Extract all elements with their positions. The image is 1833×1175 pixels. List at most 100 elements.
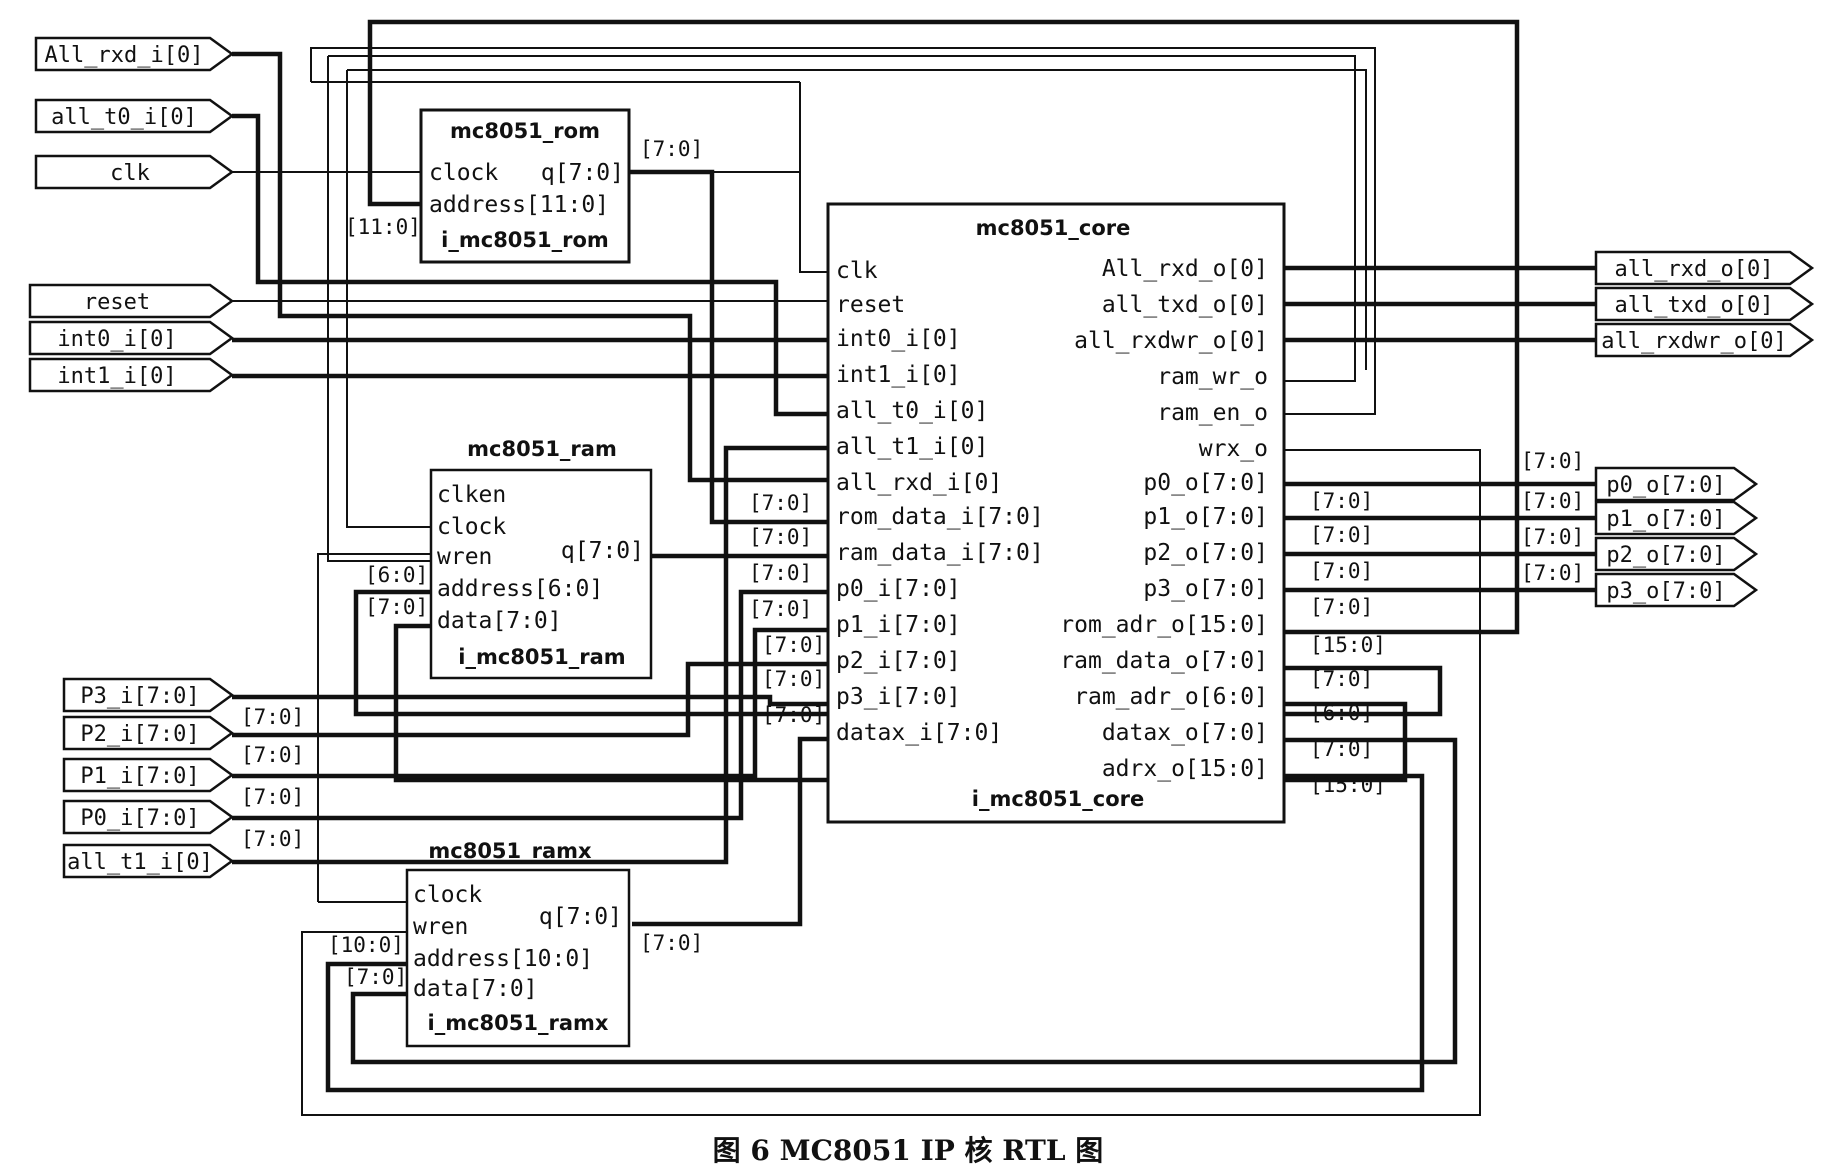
input-port-shape [34,154,235,190]
bus-wires [232,19,1596,1093]
core-port-out: ram_en_o [1157,400,1268,426]
output-port-shape [1594,322,1815,358]
rom-port-address: address[11:0] [429,192,609,218]
ram-port-data: data[7:0] [437,608,562,634]
ram-title: mc8051_ram [467,437,617,461]
bus-label: [7:0] [762,667,825,691]
ram-block: mc8051_ram clken clock wren address[6:0]… [429,437,653,680]
core-port-out: ram_data_o[7:0] [1060,648,1268,674]
input-port-shape [62,677,235,713]
output-port-shape [1594,536,1759,572]
output-port-shape [1594,250,1815,286]
ramx-port-q: q[7:0] [539,904,622,930]
ramx-port-address: address[10:0] [413,946,593,972]
bus-label: [7:0] [344,965,407,989]
bus-label: [7:0] [241,705,304,729]
bus-label: [6:0] [365,563,428,587]
bus-label: [7:0] [749,597,812,621]
core-port-out: p2_o[7:0] [1143,540,1268,566]
bus-label: [7:0] [749,491,812,515]
core-port-out: datax_o[7:0] [1102,720,1268,746]
input-label: P1_i[7:0] [80,764,199,789]
bus-label: [6:0] [1310,701,1373,725]
bus-label: [7:0] [1310,737,1373,761]
core-port-out: p1_o[7:0] [1143,504,1268,530]
ram-port-address: address[6:0] [437,576,603,602]
core-port-in: rom_data_i[7:0] [836,504,1044,530]
rom-instance: i_mc8051_rom [441,228,609,252]
output-label: p3_o[7:0] [1606,579,1725,604]
output-port-shape [1594,466,1759,502]
input-port-shape [62,799,235,835]
rom-box [419,108,631,264]
bus-label: [7:0] [1521,449,1584,473]
core-port-in: p1_i[7:0] [836,612,961,638]
input-port-shape [62,757,235,793]
ramx-box [405,868,631,1048]
core-port-in: datax_i[7:0] [836,720,1002,746]
ramx-port-wren: wren [413,914,468,940]
core-port-out: p3_o[7:0] [1143,576,1268,602]
bus-label: [7:0] [1310,595,1373,619]
core-port-in: p3_i[7:0] [836,684,961,710]
input-label: P2_i[7:0] [80,722,199,747]
bus-label: [7:0] [1310,489,1373,513]
ramx-block: mc8051_ramx clock wren address[10:0] dat… [405,839,631,1048]
rom-port-clock: clock [429,160,498,186]
rom-block: mc8051_rom clock address[11:0] q[7:0] i_… [419,108,631,264]
input-label: int1_i[0] [57,364,176,389]
core-port-in: int0_i[0] [836,326,961,352]
input-port-shape [62,715,235,751]
core-box [826,202,1286,824]
core-port-out: wrx_o [1199,436,1268,462]
bus-label: [7:0] [241,785,304,809]
bus-label: [7:0] [1521,489,1584,513]
core-port-in: all_rxd_i[0] [836,470,1002,496]
bus-label: [7:0] [762,633,825,657]
bus-label: [7:0] [749,525,812,549]
ramx-title: mc8051_ramx [428,839,592,863]
ram-port-clken: clken [437,482,506,508]
bus-label: [7:0] [640,931,703,955]
output-ports [1594,250,1815,608]
input-port-labels: All_rxd_i[0] all_t0_i[0] clk reset int0_… [45,43,213,875]
input-ports [28,36,235,879]
core-port-out: ram_wr_o [1157,364,1268,390]
core-block: mc8051_core clk reset int0_i[0] int1_i[0… [826,202,1286,824]
input-port-shape [34,36,235,72]
core-port-in: p0_i[7:0] [836,576,961,602]
core-port-out: all_txd_o[0] [1102,292,1268,318]
core-port-out: p0_o[7:0] [1143,470,1268,496]
core-port-out: rom_adr_o[15:0] [1060,612,1268,638]
core-port-out: all_rxdwr_o[0] [1074,328,1268,354]
bus-label: [15:0] [1310,773,1386,797]
input-port-shape [28,357,235,393]
thin-wires [232,47,1481,1116]
ram-box [429,468,653,680]
bus-label: [7:0] [749,561,812,585]
ram-instance: i_mc8051_ram [458,645,625,669]
ram-port-q: q[7:0] [561,538,644,564]
input-label: all_t1_i[0] [67,850,213,875]
ram-port-clock: clock [437,514,506,540]
core-port-in: all_t1_i[0] [836,434,988,460]
core-port-out: adrx_o[15:0] [1102,756,1268,782]
bus-label: [11:0] [345,215,421,239]
bus-label: [7:0] [365,595,428,619]
input-port-shape [62,843,235,879]
core-port-in: ram_data_i[7:0] [836,540,1044,566]
input-label: all_t0_i[0] [51,105,197,130]
bus-labels: [7:0] [11:0] [6:0] [7:0] [10:0] [7:0] [7… [241,137,1584,989]
core-port-in: int1_i[0] [836,362,961,388]
bus-label: [7:0] [762,703,825,727]
core-port-in: clk [836,258,878,284]
output-port-shape [1594,500,1759,536]
output-label: p1_o[7:0] [1606,507,1725,532]
core-port-in: all_t0_i[0] [836,398,988,424]
rom-port-q: q[7:0] [541,160,624,186]
output-label: all_rxdwr_o[0] [1601,329,1786,354]
core-left-ports: clk reset int0_i[0] int1_i[0] all_t0_i[0… [836,258,1044,746]
bus-label: [7:0] [241,827,304,851]
